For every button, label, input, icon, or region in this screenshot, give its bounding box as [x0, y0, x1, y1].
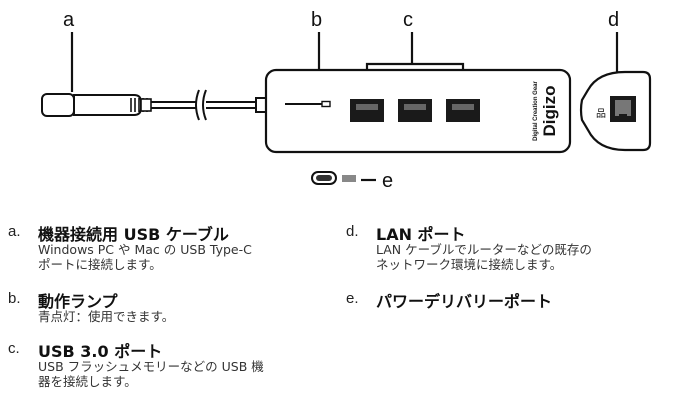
usb-port-2 [398, 99, 432, 122]
legend-title-b: 動作ランプ [38, 292, 118, 311]
usb-a-ports [350, 99, 480, 122]
svg-text:Digital Creation Gear: Digital Creation Gear [533, 80, 539, 140]
usb-c-plug-icon [41, 93, 152, 117]
usb-port-3 [446, 99, 480, 122]
legend-title-a: 機器接続用 USB ケーブル [38, 225, 229, 244]
callout-e: e [382, 170, 393, 192]
legend-desc-c: USB フラッシュメモリーなどの USB 機 器を接続します。 [38, 359, 264, 389]
legend-desc-a: Windows PC や Mac の USB Type-C ポートに接続します。 [38, 242, 252, 272]
legend-letter-b: b. [8, 290, 21, 307]
legend-title-c: USB 3.0 ポート [38, 342, 163, 361]
legend-desc-d: LAN ケーブルでルーターなどの既存の ネットワーク環境に接続します。 [376, 242, 592, 272]
legend-title-d: LAN ポート [376, 225, 466, 244]
callout-a: a [63, 9, 75, 31]
callout-c: c [403, 9, 413, 31]
usb-cable [151, 89, 267, 121]
legend-letter-d: d. [346, 223, 359, 240]
brand-logo: Digital Creation Gear Digizo [533, 80, 559, 140]
legend-title-e: パワーデリバリーポート [376, 292, 553, 311]
pd-port [311, 171, 356, 185]
legend-letter-c: c. [8, 340, 20, 357]
lan-port [610, 96, 636, 122]
callout-b: b [311, 9, 322, 31]
legend-letter-e: e. [346, 290, 359, 307]
legend-desc-b: 青点灯：使用できます。 [38, 309, 175, 324]
product-diagram: a b c d e [41, 9, 652, 192]
lan-symbol-icon: 品 [596, 108, 606, 120]
lan-side-view: 品 [579, 70, 652, 152]
callout-d: d [608, 9, 619, 31]
svg-text:Digizo: Digizo [540, 86, 559, 137]
legend-letter-a: a. [8, 223, 21, 240]
usb-port-1 [350, 99, 384, 122]
